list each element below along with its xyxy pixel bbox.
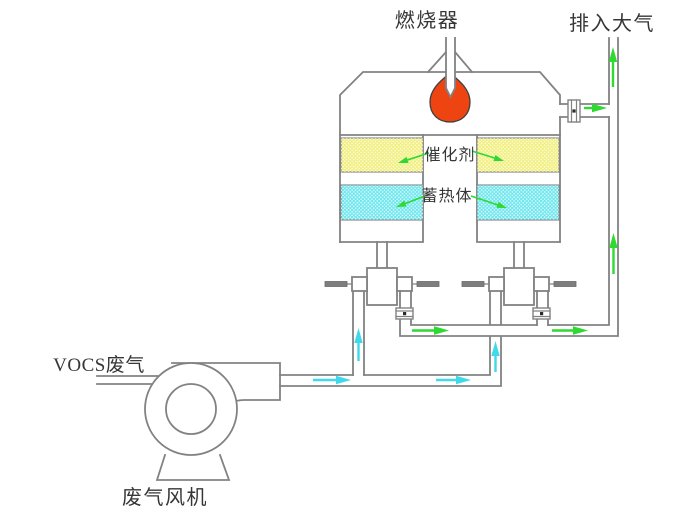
vocs-inlet-label: VOCS废气 bbox=[53, 354, 145, 376]
inlet-riser-right-arrow bbox=[491, 341, 500, 372]
catalyst-pointer-right-arrow bbox=[471, 150, 504, 162]
stack-coupling bbox=[567, 99, 581, 123]
valve-left-body bbox=[366, 267, 398, 306]
valve-right-coupling bbox=[532, 307, 551, 320]
valve-left-handle-right bbox=[416, 281, 440, 287]
valve-left-flange-left bbox=[351, 276, 368, 292]
inlet-riser-left-pipe bbox=[352, 290, 365, 376]
valve-left-outlet-drop bbox=[399, 290, 412, 309]
outlet-header-pipe bbox=[399, 37, 619, 337]
catalyst-label: 催化剂 bbox=[424, 146, 475, 164]
catalyst-beds bbox=[340, 137, 560, 173]
heat-storage-label: 蓄热体 bbox=[421, 187, 472, 205]
valve-right-flange-right bbox=[533, 276, 550, 292]
exhaust-fan bbox=[144, 362, 281, 481]
chamber-outlet-flow-arrow bbox=[584, 103, 607, 113]
switch-valve-left bbox=[324, 241, 440, 320]
stack-flow-lower-arrow bbox=[609, 233, 618, 274]
heat-storage-pointer-right-arrow bbox=[470, 195, 507, 208]
burner-label: 燃烧器 bbox=[395, 9, 460, 32]
stack-coupling-dot bbox=[572, 109, 576, 113]
outlet-header-left-arrow bbox=[412, 326, 449, 335]
valve-right-flange-left bbox=[488, 276, 505, 292]
burner-mount-lines bbox=[426, 50, 474, 74]
valve-left-flange-right bbox=[396, 276, 413, 292]
stack-coupling-lines bbox=[570, 99, 578, 123]
stack-flow-upper-arrow bbox=[608, 47, 618, 87]
valve-right-neck bbox=[513, 241, 525, 269]
valve-right-outlet-drop bbox=[536, 290, 549, 326]
exhaust-label: 排入大气 bbox=[569, 12, 655, 35]
fan-base bbox=[155, 453, 231, 481]
inlet-riser-left-arrow bbox=[354, 328, 363, 361]
chamber-outlet-stub bbox=[559, 103, 610, 118]
valve-left-handle-left bbox=[324, 281, 348, 287]
valve-left-coupling-lines bbox=[395, 310, 414, 318]
fan-label: 废气风机 bbox=[122, 486, 208, 509]
valve-right-coupling-lines bbox=[532, 310, 551, 318]
fan-hub bbox=[165, 383, 217, 435]
flow-arrows bbox=[313, 47, 618, 385]
catalyst-bed-left-texture bbox=[341, 138, 423, 172]
inlet-header-pipe bbox=[279, 290, 502, 387]
valve-right-body bbox=[503, 267, 535, 306]
heat-storage-bed-left-texture bbox=[341, 185, 423, 220]
burner-tube bbox=[445, 37, 456, 100]
burner bbox=[426, 37, 474, 123]
valve-right-handle-right bbox=[553, 281, 577, 287]
piping bbox=[96, 37, 619, 387]
switch-valve-right bbox=[461, 241, 577, 326]
valve-left-coupling-dot bbox=[403, 312, 407, 316]
catalyst-bed-right-texture bbox=[477, 138, 559, 172]
valve-right-coupling-dot bbox=[540, 312, 544, 316]
valve-left-coupling bbox=[395, 307, 414, 320]
inlet-flow-bottom-right-arrow bbox=[436, 375, 471, 385]
valve-left-neck bbox=[376, 241, 388, 269]
catalyst-pointer-left-arrow bbox=[398, 152, 430, 163]
inlet-flow-bottom-left-arrow bbox=[313, 375, 351, 385]
heat-storage-pointer-left-arrow bbox=[396, 195, 426, 207]
outlet-header-right-arrow bbox=[552, 326, 588, 335]
vocs-inlet-pipe bbox=[96, 375, 159, 385]
valve-right-handle-left bbox=[461, 281, 485, 287]
